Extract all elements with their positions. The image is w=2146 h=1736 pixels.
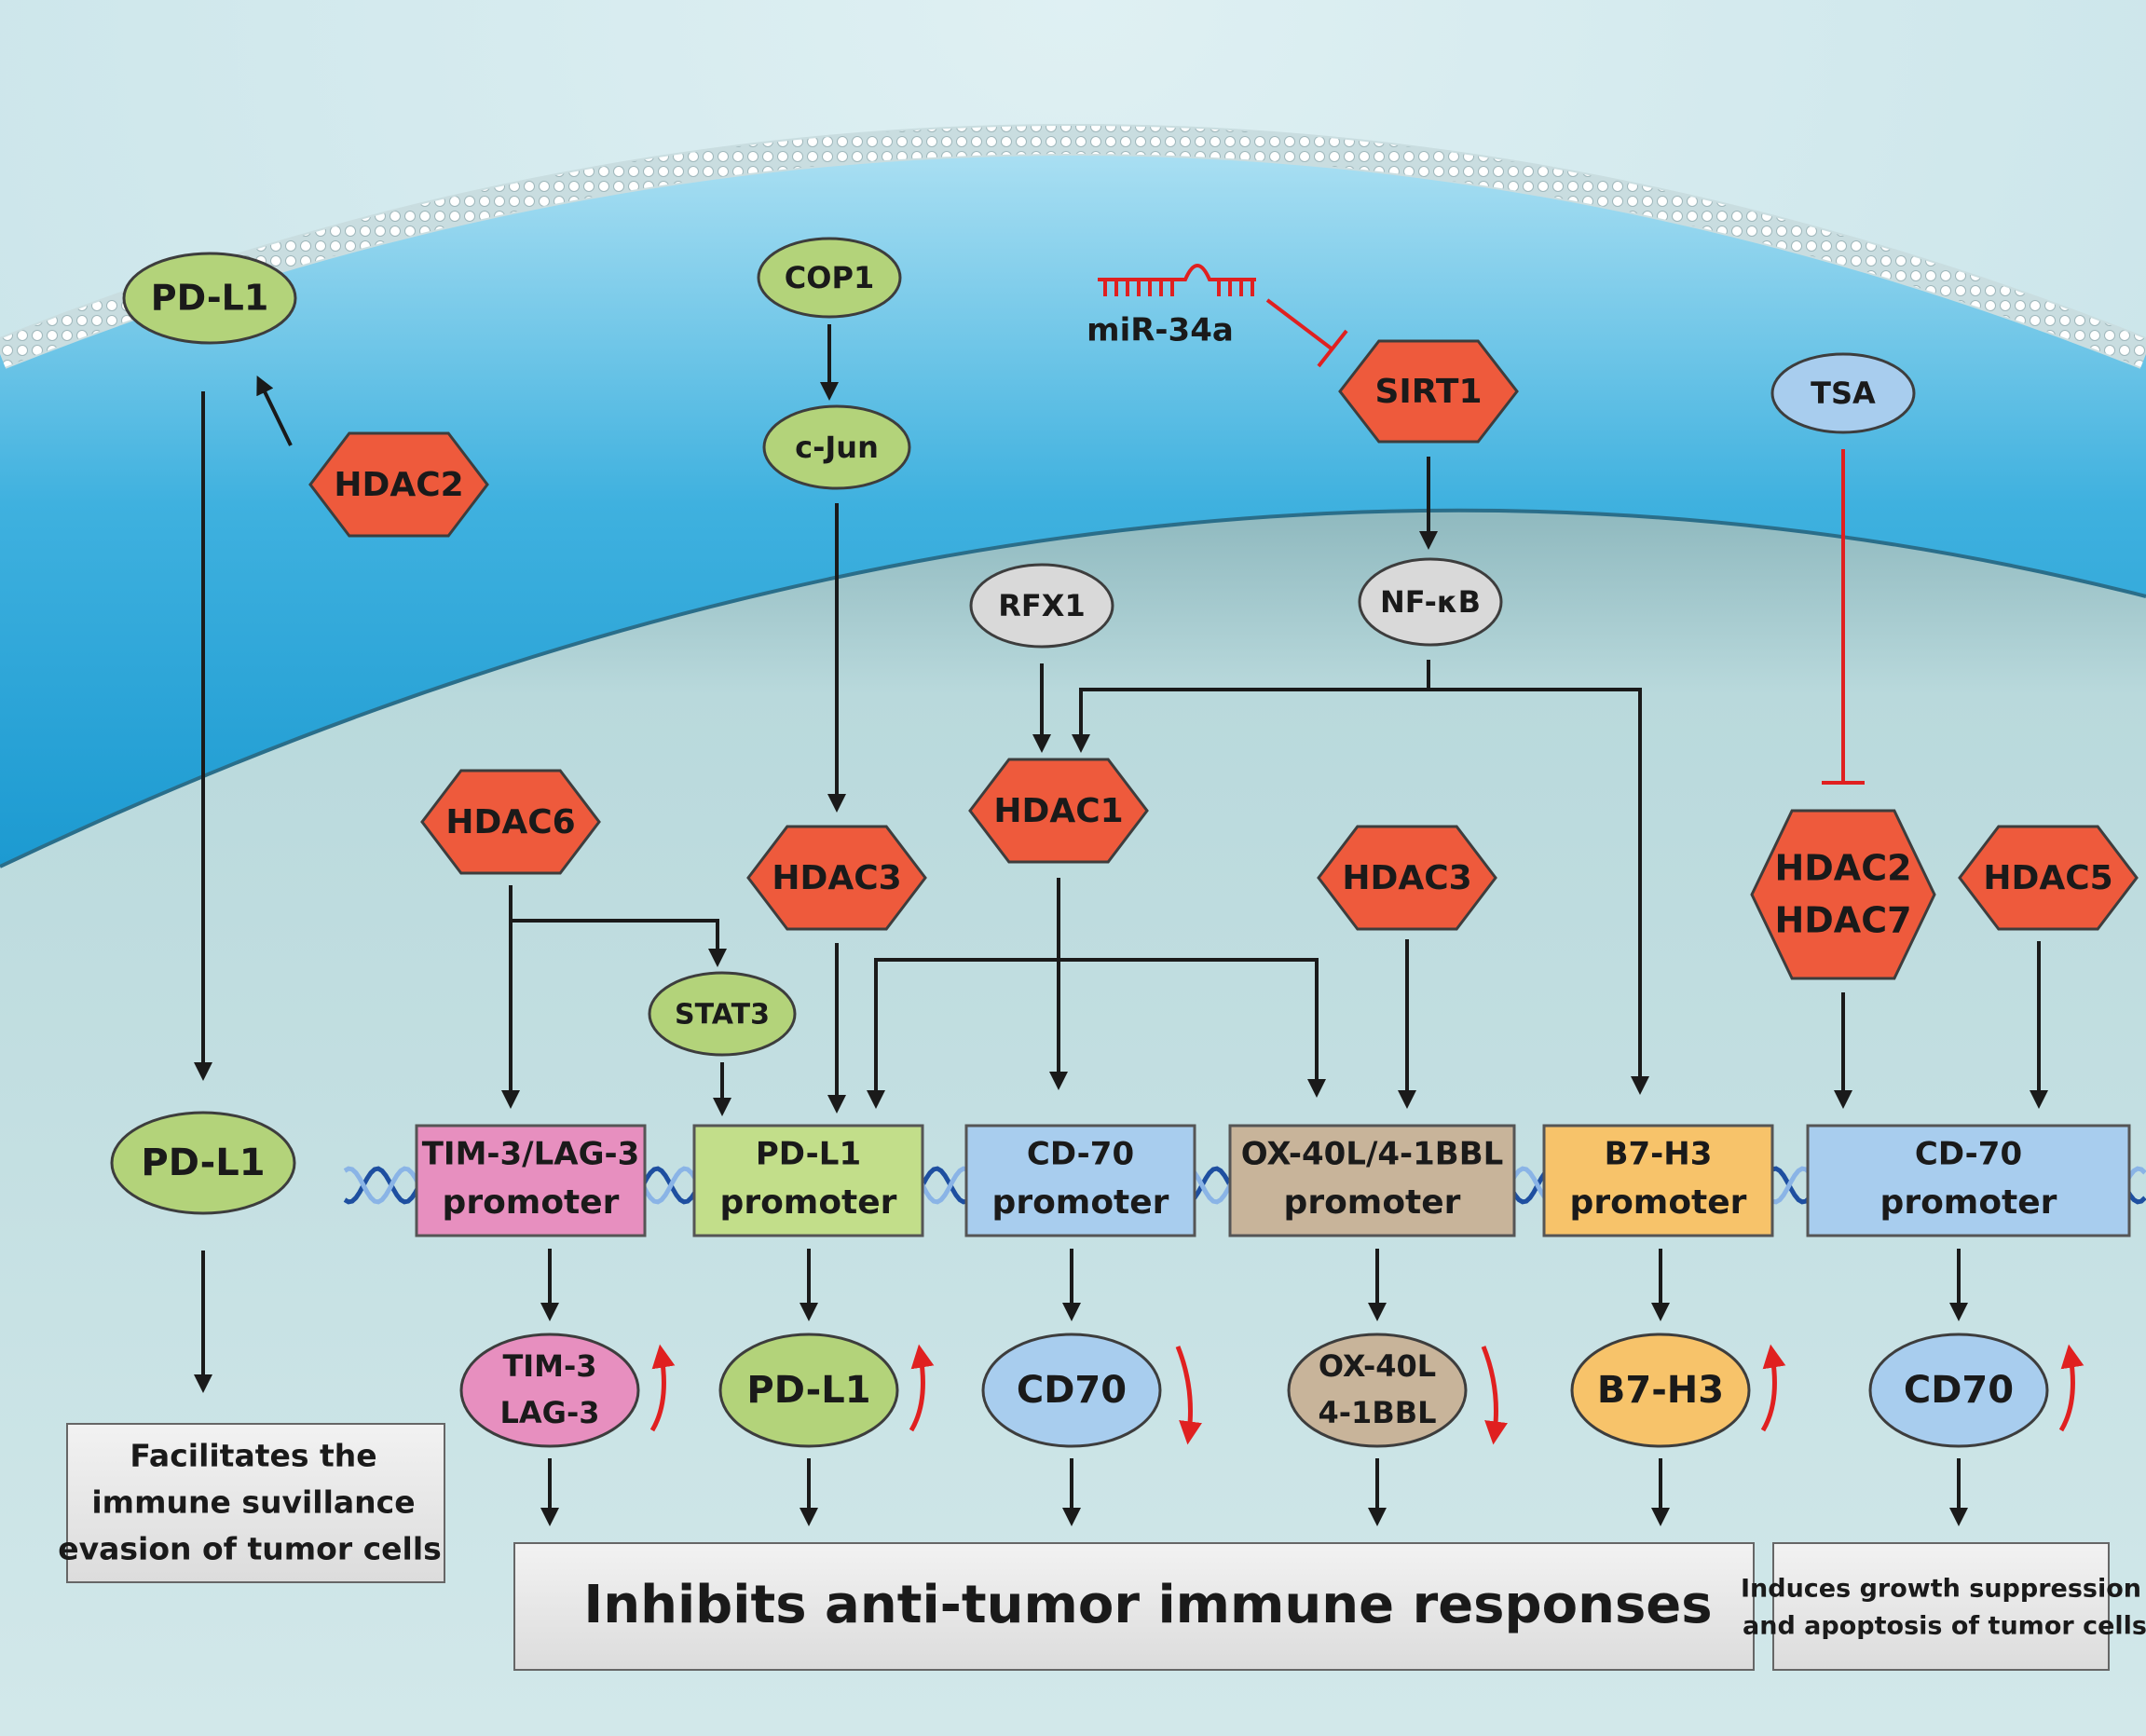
product-node-2: PD-L1 [718, 1333, 935, 1448]
arrow-nfkb-b7h3 [1428, 688, 1649, 1095]
svg-text:PD-L1: PD-L1 [141, 1141, 265, 1184]
node-nfkb: NF-κB [1358, 557, 1503, 647]
svg-text:COP1: COP1 [785, 260, 874, 295]
svg-text:HDAC1: HDAC1 [993, 792, 1123, 830]
inhibition-layer [1265, 298, 1865, 785]
node-cop1: COP1 [757, 237, 902, 319]
product-node-5: B7-H3 [1570, 1333, 1786, 1448]
svg-text:4-1BBL: 4-1BBL [1319, 1395, 1437, 1430]
svg-text:B7-H3: B7-H3 [1597, 1369, 1724, 1412]
node-cjun: c-Jun [762, 404, 911, 490]
svg-text:HDAC2: HDAC2 [334, 466, 463, 504]
svg-text:evasion of tumor cells: evasion of tumor cells [58, 1531, 442, 1567]
svg-text:HDAC5: HDAC5 [1983, 859, 2112, 897]
svg-text:STAT3: STAT3 [675, 999, 770, 1032]
svg-text:SIRT1: SIRT1 [1374, 373, 1482, 411]
svg-text:PD-L1: PD-L1 [746, 1369, 870, 1412]
mir34a-label: miR-34a [1087, 312, 1234, 349]
promoter-label: B7-H3 [1605, 1136, 1713, 1173]
arrows-layer [194, 324, 2048, 1393]
arrow-hdac6-stat3 [511, 919, 727, 967]
promoter-label: CD-70 [1915, 1136, 2022, 1173]
outcome-left-box: Facilitates the immune suvillance evasio… [58, 1423, 445, 1583]
svg-text:HDAC7: HDAC7 [1774, 900, 1911, 941]
svg-text:CD70: CD70 [1017, 1369, 1127, 1412]
node-rfx1: RFX1 [969, 563, 1114, 649]
svg-text:c-Jun: c-Jun [795, 430, 879, 465]
svg-text:and apoptosis of tumor cells: and apoptosis of tumor cells [1743, 1612, 2146, 1641]
promoter-word: promoter [1284, 1183, 1461, 1222]
promoter-box-6: CD-70 promoter [1806, 1124, 2131, 1237]
node-sirt1: SIRT1 [1338, 339, 1519, 444]
product-node-3: CD70 [981, 1333, 1202, 1448]
svg-text:Inhibits anti-tumor immune res: Inhibits anti-tumor immune responses [583, 1575, 1712, 1635]
node-hdac6: HDAC6 [420, 769, 601, 875]
svg-text:LAG-3: LAG-3 [500, 1395, 600, 1430]
arrow-hdac2-pdl1 [256, 376, 293, 446]
svg-text:HDAC6: HDAC6 [445, 803, 575, 841]
promoter-label: CD-70 [1027, 1136, 1134, 1173]
svg-text:immune suvillance: immune suvillance [91, 1484, 415, 1521]
node-hdac2-top: HDAC2 [308, 431, 489, 538]
node-pdl1-top: PD-L1 [122, 252, 297, 345]
promoter-label: OX-40L/4-1BBL [1241, 1136, 1504, 1173]
svg-text:Induces growth suppression: Induces growth suppression [1741, 1575, 2141, 1604]
node-pdl1-mid: PD-L1 [110, 1111, 296, 1215]
promoter-label: TIM-3/LAG-3 [422, 1136, 640, 1173]
svg-text:Facilitates the: Facilitates the [130, 1438, 376, 1474]
svg-text:CD70: CD70 [1904, 1369, 2014, 1412]
inhibit-mir34a-sirt1 [1265, 298, 1334, 351]
svg-text:RFX1: RFX1 [998, 588, 1085, 623]
mir34a-hairpin [1098, 264, 1256, 296]
promoter-word: promoter [720, 1183, 897, 1222]
nuclear-envelope [0, 508, 2146, 868]
arrow-nfkb-hdac1 [1072, 660, 1430, 753]
promoter-word: promoter [1880, 1183, 2057, 1222]
node-tsa: TSA [1770, 352, 1916, 434]
svg-text:OX-40L: OX-40L [1319, 1348, 1436, 1384]
promoter-box-5: B7-H3 promoter [1542, 1124, 1774, 1237]
svg-text:HDAC3: HDAC3 [1342, 859, 1471, 897]
promoter-box-1: TIM-3/LAG-3 promoter [415, 1124, 647, 1237]
promoter-box-2: PD-L1 promoter [692, 1124, 924, 1237]
promoter-box-4: OX-40L/4-1BBL promoter [1228, 1124, 1516, 1237]
outcome-right-box: Induces growth suppression and apoptosis… [1741, 1542, 2146, 1671]
svg-text:HDAC2: HDAC2 [1774, 848, 1911, 889]
promoter-label: PD-L1 [756, 1136, 861, 1173]
svg-text:TSA: TSA [1811, 376, 1876, 411]
node-hdac3-a: HDAC3 [746, 825, 927, 931]
product-node-6: CD70 [1868, 1333, 2084, 1448]
downregulation-arrow [1175, 1346, 1202, 1445]
svg-text:PD-L1: PD-L1 [151, 278, 269, 319]
outcome-center-box: Inhibits anti-tumor immune responses [513, 1542, 1755, 1671]
promoter-boxes: TIM-3/LAG-3 promoter PD-L1 promoter CD-70 pro… [415, 1124, 2131, 1237]
upregulation-arrow [2058, 1344, 2084, 1432]
promoter-word: promoter [1570, 1183, 1747, 1222]
node-hdac1: HDAC1 [968, 758, 1149, 864]
node-hdac3-b: HDAC3 [1317, 825, 1497, 931]
promoter-word: promoter [443, 1183, 620, 1222]
svg-text:NF-κB: NF-κB [1380, 584, 1481, 620]
node-stat3: STAT3 [648, 971, 797, 1057]
product-node-4: OX-40L 4-1BBL [1287, 1333, 1508, 1448]
promoter-word: promoter [992, 1183, 1169, 1222]
upregulation-arrow [649, 1344, 676, 1432]
svg-text:TIM-3: TIM-3 [502, 1348, 596, 1384]
inhibit-bar-sirt1 [1317, 329, 1348, 368]
svg-text:HDAC3: HDAC3 [772, 859, 901, 897]
upregulation-arrow [1760, 1344, 1786, 1432]
upregulation-arrow [909, 1344, 935, 1432]
membrane-lipids [0, 126, 2146, 367]
promoter-box-3: CD-70 promoter [964, 1124, 1196, 1237]
node-hdac5: HDAC5 [1958, 825, 2139, 931]
lower-arrows-layer [540, 1249, 1968, 1526]
downregulation-arrow [1481, 1346, 1508, 1445]
cytoplasm-region [0, 140, 2146, 867]
